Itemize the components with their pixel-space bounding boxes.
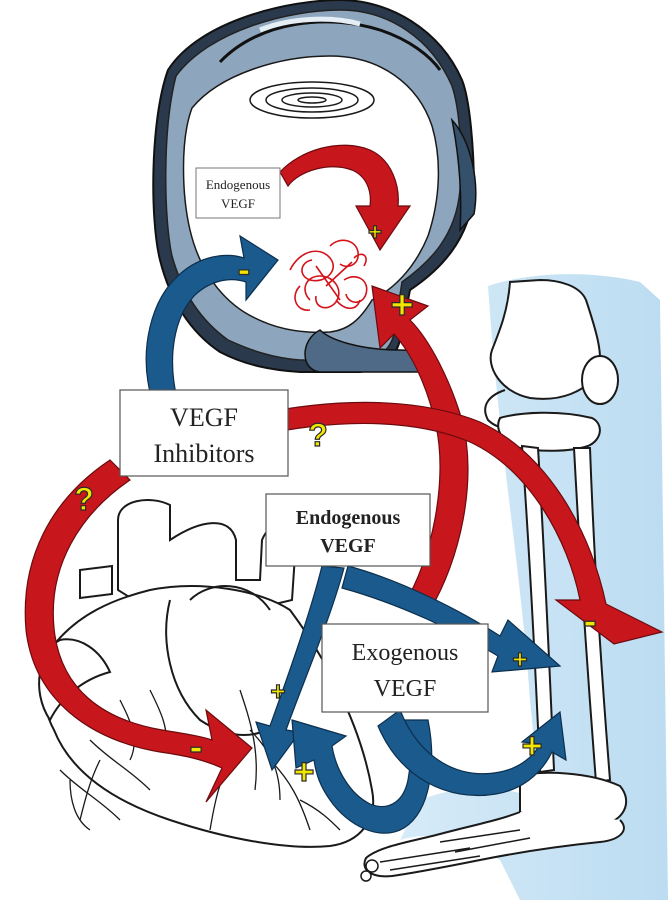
plus-sign-leg-upper: + <box>512 644 527 674</box>
question-sign-right: ? <box>308 417 328 453</box>
label-eye-endogenous-vegf: Endogenous VEGF <box>196 168 280 218</box>
eye-endogenous-label-line1: Endogenous <box>206 177 270 192</box>
plus-sign-heart-upper: + <box>270 676 285 706</box>
plus-sign-eye-inner: + <box>368 219 382 246</box>
question-sign-left: ? <box>74 481 94 517</box>
patella <box>582 356 618 404</box>
endogenous-label-line1: Endogenous <box>296 507 401 529</box>
exogenous-label-line1: Exogenous <box>352 640 459 666</box>
label-endogenous-vegf: Endogenous VEGF <box>266 494 430 566</box>
label-exogenous-vegf: Exogenous VEGF <box>322 624 488 712</box>
inhibitors-label-line2: Inhibitors <box>153 439 254 468</box>
minus-sign-eye-blue: - <box>238 249 251 291</box>
exogenous-label-line2: VEGF <box>374 676 437 702</box>
plus-sign-leg-lower: + <box>521 725 542 766</box>
label-vegf-inhibitors: VEGF Inhibitors <box>120 390 288 476</box>
inhibitors-label-line1: VEGF <box>170 403 238 432</box>
plus-sign-eye-red: + <box>390 283 413 327</box>
plus-sign-heart-lower: + <box>293 751 314 792</box>
endogenous-label-line2: VEGF <box>320 535 376 557</box>
minus-sign-leg: - <box>583 599 596 643</box>
eye-endogenous-label-line2: VEGF <box>221 196 255 211</box>
minus-sign-heart: - <box>189 725 202 769</box>
